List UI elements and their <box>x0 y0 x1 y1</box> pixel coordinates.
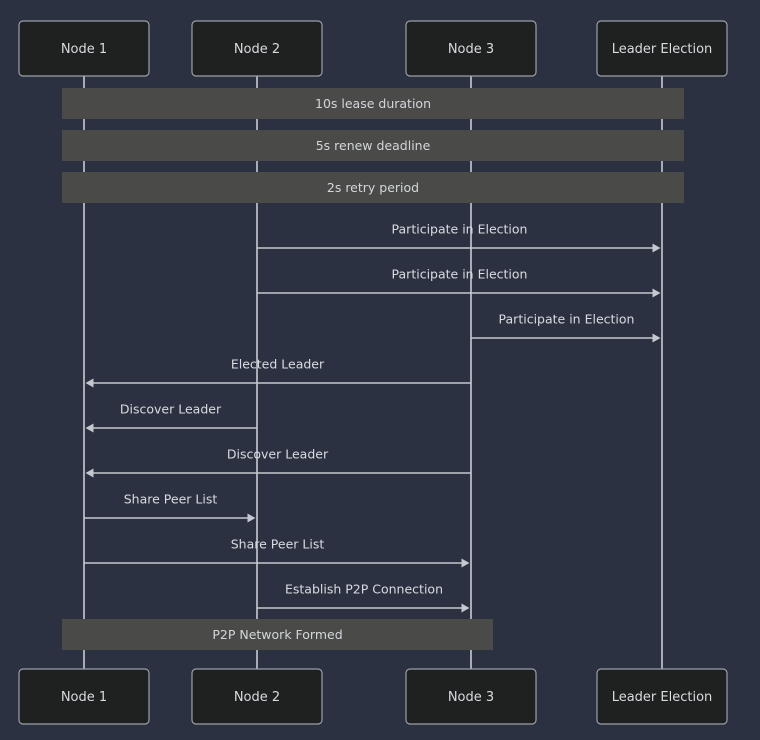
participant-box[interactable] <box>596 668 728 725</box>
message-msg-9: Establish P2P Connection <box>257 582 470 613</box>
participant-label: Leader Election <box>612 690 713 705</box>
message-label: Share Peer List <box>231 537 325 552</box>
message-msg-5: Discover Leader <box>85 402 257 433</box>
message-label: Participate in Election <box>392 267 528 282</box>
note-lease-rect <box>62 88 684 119</box>
note-renew-label: 5s renew deadline <box>316 138 431 153</box>
participant-box[interactable] <box>191 668 323 725</box>
participant-node1-top[interactable]: Node 1 <box>18 20 150 77</box>
participant-leader-bottom[interactable]: Leader Election <box>596 668 728 725</box>
message-arrowhead <box>85 423 94 433</box>
participant-label: Node 2 <box>234 690 280 705</box>
message-label: Share Peer List <box>124 492 218 507</box>
participant-label: Node 2 <box>234 42 280 57</box>
participant-node2-top[interactable]: Node 2 <box>191 20 323 77</box>
participant-box[interactable] <box>405 20 537 77</box>
notes-group: 10s lease duration 5s renew deadline 2s re… <box>62 88 684 650</box>
note-renew-rect <box>62 130 684 161</box>
note-lease-label: 10s lease duration <box>315 96 431 111</box>
message-msg-1: Participate in Election <box>257 222 661 253</box>
note-p2p-label: P2P Network Formed <box>212 627 342 642</box>
message-msg-6: Discover Leader <box>85 447 471 478</box>
message-arrowhead <box>461 558 470 568</box>
participant-label: Leader Election <box>612 42 713 57</box>
message-msg-2: Participate in Election <box>257 267 661 298</box>
participant-box[interactable] <box>405 668 537 725</box>
participant-label: Node 1 <box>61 690 107 705</box>
note-retry-rect <box>62 172 684 203</box>
participant-box[interactable] <box>191 20 323 77</box>
message-label: Elected Leader <box>231 357 325 372</box>
message-label: Participate in Election <box>392 222 528 237</box>
message-label: Establish P2P Connection <box>285 582 443 597</box>
participant-node3-top[interactable]: Node 3 <box>405 20 537 77</box>
note-p2p-rect <box>62 619 493 650</box>
participant-node3-bottom[interactable]: Node 3 <box>405 668 537 725</box>
participant-node2-bottom[interactable]: Node 2 <box>191 668 323 725</box>
message-arrowhead <box>652 333 661 343</box>
participant-label: Node 1 <box>61 42 107 57</box>
message-arrowhead <box>85 378 94 388</box>
message-msg-7: Share Peer List <box>84 492 256 523</box>
participant-box[interactable] <box>596 20 728 77</box>
lifelines-group <box>83 76 663 669</box>
message-arrowhead <box>85 468 94 478</box>
message-arrowhead <box>652 288 661 298</box>
participants-bottom-group: Node 1 Node 2 Node 3 Leader Election <box>18 668 728 725</box>
message-arrowhead <box>652 243 661 253</box>
participant-box[interactable] <box>18 668 150 725</box>
participant-label: Node 3 <box>448 690 494 705</box>
message-msg-8: Share Peer List <box>84 537 470 568</box>
participant-leader-top[interactable]: Leader Election <box>596 20 728 77</box>
participant-label: Node 3 <box>448 42 494 57</box>
message-label: Participate in Election <box>499 312 635 327</box>
participant-node1-bottom[interactable]: Node 1 <box>18 668 150 725</box>
note-retry-label: 2s retry period <box>327 180 419 195</box>
participants-top-group: Node 1 Node 2 Node 3 Leader Election <box>18 20 728 77</box>
message-arrowhead <box>461 603 470 613</box>
message-msg-4: Elected Leader <box>85 357 471 388</box>
message-arrowhead <box>247 513 256 523</box>
message-label: Discover Leader <box>227 447 329 462</box>
participant-box[interactable] <box>18 20 150 77</box>
message-msg-3: Participate in Election <box>471 312 661 343</box>
message-label: Discover Leader <box>120 402 222 417</box>
